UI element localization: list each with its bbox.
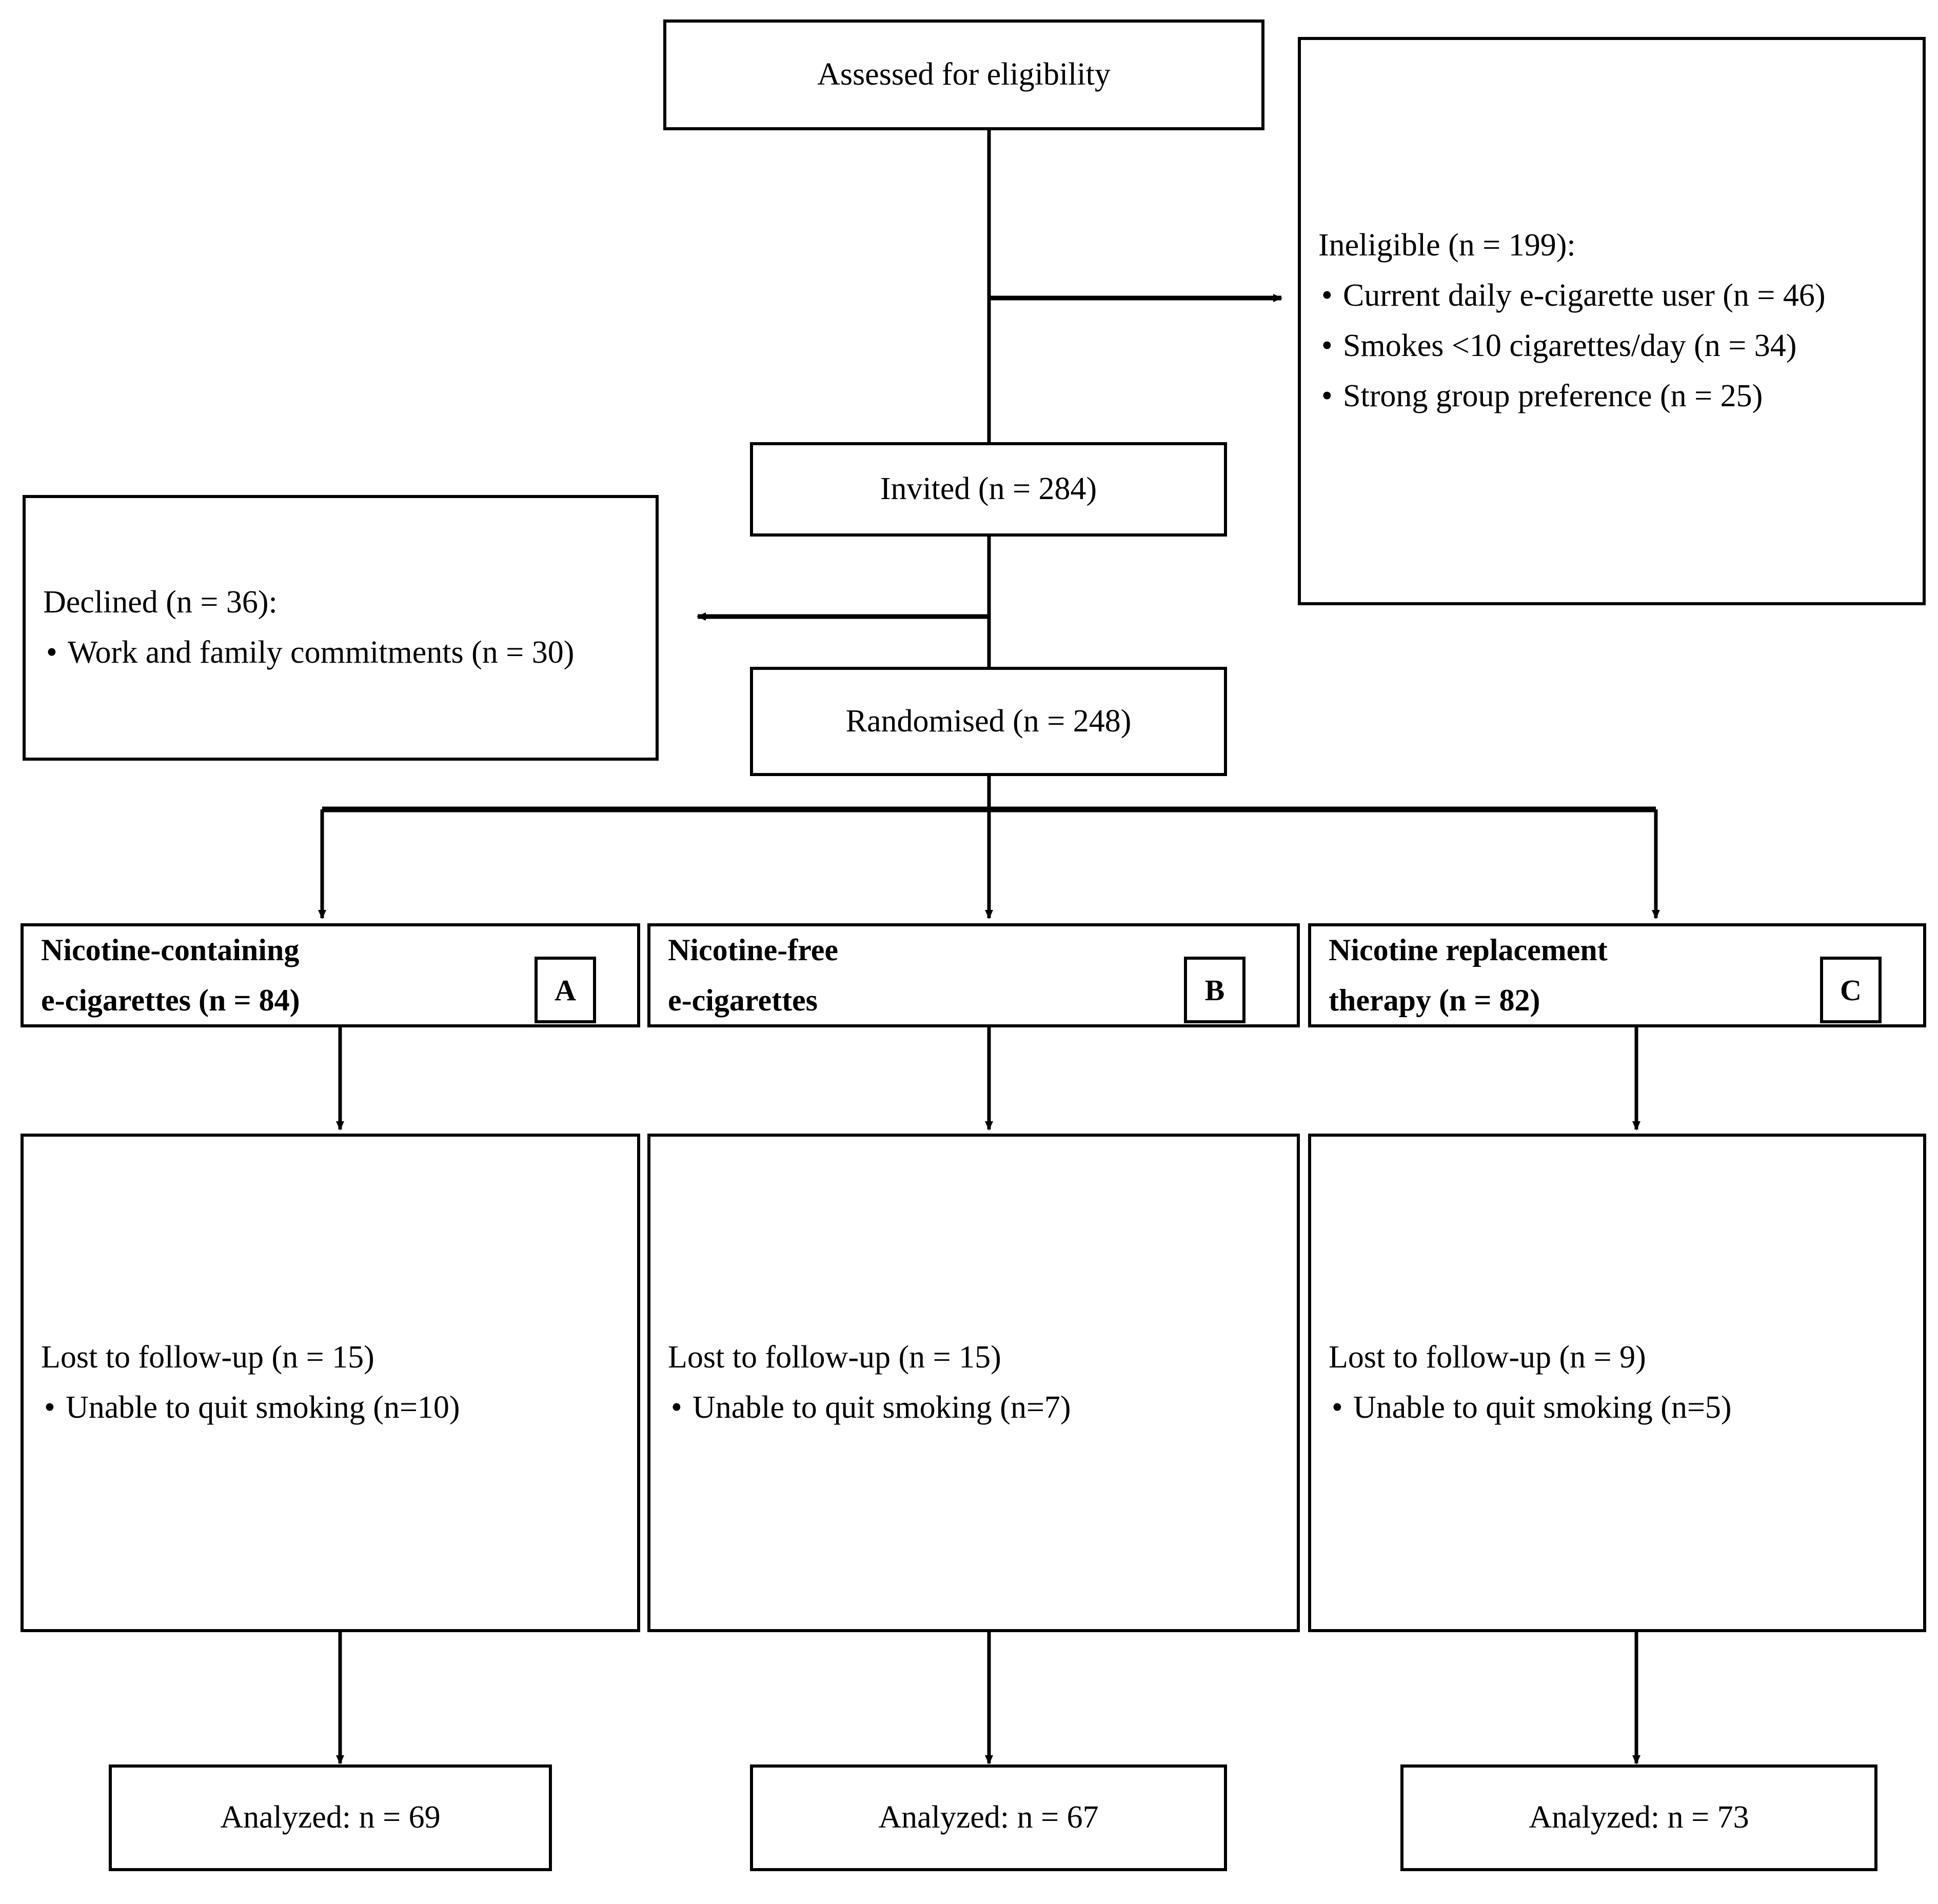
node-followup-a: Lost to follow-up (n = 15) Unable to qui… bbox=[21, 1134, 640, 1632]
node-invited: Invited (n = 284) bbox=[750, 442, 1227, 537]
node-assessed-for-eligibility: Assessed for eligibility bbox=[663, 19, 1264, 130]
arm-a-badge-label: A bbox=[555, 973, 576, 1007]
list-item: Smokes <10 cigarettes/day (n = 34) bbox=[1318, 321, 1905, 371]
arm-a-line2: e-cigarettes (n = 84) bbox=[41, 983, 300, 1017]
node-analyzed-a: Analyzed: n = 69 bbox=[109, 1764, 552, 1871]
arm-a-line1: Nicotine-containing bbox=[41, 933, 300, 967]
followup-c-heading: Lost to follow-up (n = 9) bbox=[1329, 1340, 1646, 1375]
list-item: Work and family commitments (n = 30) bbox=[43, 628, 638, 678]
randomised-label: Randomised (n = 248) bbox=[845, 703, 1132, 739]
ineligible-bullet-list: Current daily e-cigarette user (n = 46) … bbox=[1318, 271, 1905, 422]
arm-c-badge-label: C bbox=[1840, 973, 1862, 1007]
followup-a-bullet-list: Unable to quit smoking (n=10) bbox=[41, 1383, 620, 1433]
edge-randomised-split bbox=[318, 776, 1660, 919]
arm-b-line2: e-cigarettes bbox=[668, 983, 818, 1017]
arm-b-badge: B bbox=[1184, 957, 1245, 1023]
arm-c-badge: C bbox=[1820, 957, 1882, 1023]
arm-a-badge: A bbox=[535, 957, 596, 1023]
node-declined: Declined (n = 36): Work and family commi… bbox=[23, 495, 659, 761]
followup-b-bullet-list: Unable to quit smoking (n=7) bbox=[668, 1383, 1279, 1433]
analyzed-b-label: Analyzed: n = 67 bbox=[878, 1800, 1099, 1835]
analyzed-a-label: Analyzed: n = 69 bbox=[220, 1800, 441, 1835]
ineligible-heading: Ineligible (n = 199): bbox=[1318, 228, 1576, 263]
node-analyzed-c: Analyzed: n = 73 bbox=[1400, 1764, 1877, 1871]
arm-c-line2: therapy (n = 82) bbox=[1329, 983, 1540, 1017]
list-item: Current daily e-cigarette user (n = 46) bbox=[1318, 271, 1905, 321]
arm-b-badge-label: B bbox=[1204, 973, 1225, 1007]
list-item: Unable to quit smoking (n=10) bbox=[41, 1383, 620, 1433]
declined-bullet-list: Work and family commitments (n = 30) bbox=[43, 628, 638, 678]
node-analyzed-b: Analyzed: n = 67 bbox=[750, 1764, 1227, 1871]
invited-label: Invited (n = 284) bbox=[880, 471, 1097, 507]
assessed-label: Assessed for eligibility bbox=[817, 57, 1111, 92]
followup-c-bullet-list: Unable to quit smoking (n=5) bbox=[1329, 1383, 1906, 1433]
declined-heading: Declined (n = 36): bbox=[43, 585, 278, 620]
node-followup-c: Lost to follow-up (n = 9) Unable to quit… bbox=[1308, 1134, 1926, 1632]
edge-arm-to-followup bbox=[336, 1027, 1640, 1131]
edge-followup-to-analyzed bbox=[336, 1632, 1640, 1764]
list-item: Unable to quit smoking (n=7) bbox=[668, 1383, 1279, 1433]
followup-b-heading: Lost to follow-up (n = 15) bbox=[668, 1340, 1001, 1375]
followup-a-heading: Lost to follow-up (n = 15) bbox=[41, 1340, 374, 1375]
analyzed-c-label: Analyzed: n = 73 bbox=[1529, 1800, 1749, 1835]
node-ineligible: Ineligible (n = 199): Current daily e-ci… bbox=[1298, 37, 1926, 605]
node-followup-b: Lost to follow-up (n = 15) Unable to qui… bbox=[647, 1134, 1300, 1632]
list-item: Unable to quit smoking (n=5) bbox=[1329, 1383, 1906, 1433]
arm-c-line1: Nicotine replacement bbox=[1329, 933, 1608, 967]
list-item: Strong group preference (n = 25) bbox=[1318, 371, 1905, 422]
arm-b-line1: Nicotine-free bbox=[668, 933, 839, 967]
node-randomised: Randomised (n = 248) bbox=[750, 667, 1227, 776]
